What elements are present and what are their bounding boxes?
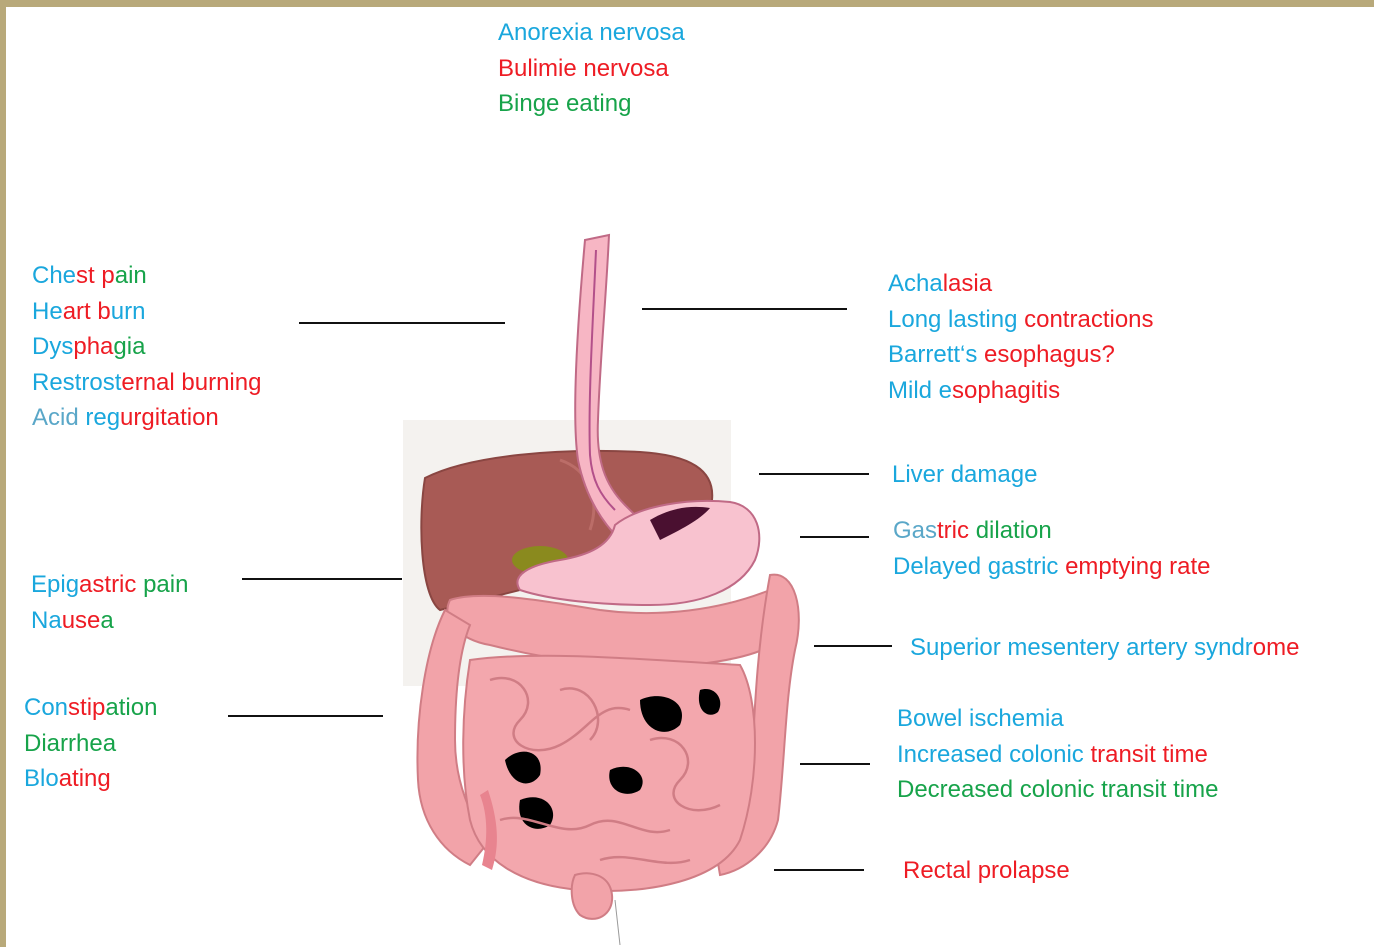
- bowel-habits-line: Bloating: [24, 761, 157, 797]
- esophageal-disorders-line: Long lasting contractions: [888, 302, 1154, 338]
- gastric-line: Delayed gastric emptying rate: [893, 549, 1210, 585]
- label-segment: Dys: [32, 333, 73, 360]
- label-segment: b: [97, 298, 110, 325]
- epigastric-line: Nausea: [31, 603, 188, 639]
- rectal-line: Rectal prolapse: [903, 853, 1070, 889]
- leader-line-epigastric: [242, 578, 402, 580]
- label-segment: Na: [31, 607, 62, 634]
- eating-disorders-line: Anorexia nervosa: [498, 15, 685, 51]
- label-segment: Decreased colonic transit time: [897, 776, 1218, 803]
- label-segment: Superior mesentery artery syndr: [910, 634, 1253, 661]
- rectum-shape: [572, 873, 612, 919]
- label-segment: astric: [79, 571, 143, 598]
- label-segment: tric: [937, 517, 976, 544]
- label-segment: Che: [32, 262, 76, 289]
- label-segment: Acha: [888, 270, 943, 297]
- eating-disorders-line: Binge eating: [498, 86, 685, 122]
- label-segment: use: [62, 607, 101, 634]
- esophageal-disorders-line: Achalasia: [888, 266, 1154, 302]
- bowel-habits-line: Constipation: [24, 690, 157, 726]
- label-segment: Increased colonic: [897, 741, 1090, 768]
- label-segment: transit time: [1090, 741, 1207, 768]
- leader-line-gastric: [800, 536, 869, 538]
- label-segment: Bulimie nervosa: [498, 55, 669, 82]
- eating-disorders-line: Bulimie nervosa: [498, 51, 685, 87]
- leader-line-rectal: [774, 869, 864, 871]
- label-segment: Delayed gastric: [893, 553, 1065, 580]
- colonic-line: Increased colonic transit time: [897, 737, 1218, 773]
- sma-labels: Superior mesentery artery syndrome: [910, 630, 1299, 666]
- label-segment: esophagus?: [984, 341, 1115, 368]
- rectal-labels: Rectal prolapse: [903, 853, 1070, 889]
- label-segment: emptying rate: [1065, 553, 1210, 580]
- label-segment: Bowel ischemia: [897, 705, 1064, 732]
- label-segment: Blo: [24, 765, 59, 792]
- label-segment: Anorexia nervosa: [498, 19, 685, 46]
- label-segment: stip: [68, 694, 105, 721]
- esophageal-disorders-line: Mild esophagitis: [888, 373, 1154, 409]
- sma-line: Superior mesentery artery syndrome: [910, 630, 1299, 666]
- bowel-habits-line: Diarrhea: [24, 726, 157, 762]
- label-segment: sophagitis: [952, 377, 1060, 404]
- esophageal-symptoms-line: Restrosternal burning: [32, 365, 261, 401]
- label-segment: ome: [1253, 634, 1300, 661]
- epigastric-line: Epigastric pain: [31, 567, 188, 603]
- label-segment: Diarrhea: [24, 730, 116, 757]
- label-segment: lasia: [943, 270, 992, 297]
- esophageal-symptoms-line: Chest pain: [32, 258, 261, 294]
- leader-line-liver: [759, 473, 869, 475]
- label-segment: pain: [143, 571, 188, 598]
- label-segment: urgitation: [120, 404, 219, 431]
- label-segment: ain: [115, 262, 147, 289]
- liver-line: Liver damage: [892, 457, 1037, 493]
- label-segment: st: [76, 262, 101, 289]
- label-segment: Liver damage: [892, 461, 1037, 488]
- label-segment: p: [101, 262, 114, 289]
- label-segment: Barrett‘s: [888, 341, 984, 368]
- label-segment: Restrost: [32, 369, 121, 396]
- label-segment: art: [63, 298, 98, 325]
- label-segment: Epig: [31, 571, 79, 598]
- esophageal-disorders-line: Barrett‘s esophagus?: [888, 337, 1154, 373]
- leader-line-bowel-habits: [228, 715, 383, 717]
- esophageal-symptoms-labels: Chest painHeart burnDysphagiaRestrostern…: [32, 258, 261, 436]
- label-segment: ating: [59, 765, 111, 792]
- label-segment: reg: [85, 404, 120, 431]
- label-segment: ernal burning: [121, 369, 261, 396]
- label-segment: He: [32, 298, 63, 325]
- label-segment: Acid: [32, 404, 85, 431]
- label-segment: dilation: [976, 517, 1052, 544]
- label-segment: Con: [24, 694, 68, 721]
- leader-line-esophageal-disorders: [642, 308, 847, 310]
- liver-labels: Liver damage: [892, 457, 1037, 493]
- label-segment: contractions: [1024, 306, 1153, 333]
- label-segment: urn: [111, 298, 146, 325]
- esophageal-symptoms-line: Heart burn: [32, 294, 261, 330]
- label-segment: Binge eating: [498, 90, 631, 117]
- label-segment: ation: [105, 694, 157, 721]
- colonic-line: Decreased colonic transit time: [897, 772, 1218, 808]
- label-segment: Gas: [893, 517, 937, 544]
- anus-line: [615, 900, 620, 945]
- esophageal-symptoms-line: Acid regurgitation: [32, 400, 261, 436]
- label-segment: pha: [73, 333, 113, 360]
- gastric-line: Gastric dilation: [893, 513, 1210, 549]
- leader-line-esophageal-symptoms: [299, 322, 505, 324]
- colonic-line: Bowel ischemia: [897, 701, 1218, 737]
- label-segment: Mild e: [888, 377, 952, 404]
- label-segment: a: [100, 607, 113, 634]
- esophageal-symptoms-line: Dysphagia: [32, 329, 261, 365]
- label-segment: Long lasting: [888, 306, 1024, 333]
- label-segment: Rectal prolapse: [903, 857, 1070, 884]
- label-segment: gia: [113, 333, 145, 360]
- leader-line-sma: [814, 645, 892, 647]
- leader-line-colonic: [800, 763, 870, 765]
